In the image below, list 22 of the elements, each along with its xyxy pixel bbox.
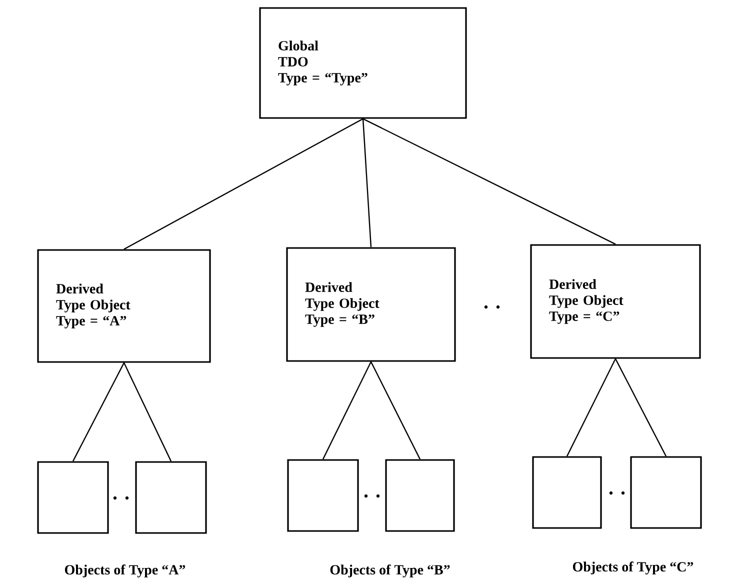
group-caption: Objects of Type “B” (330, 564, 450, 578)
object-box (532, 456, 602, 529)
connector-line (72, 362, 125, 462)
connector-line (124, 118, 364, 250)
group-caption: Objects of Type “A” (64, 564, 186, 578)
group-caption: Objects of Type “C” (572, 562, 694, 574)
object-box (385, 459, 455, 532)
connector-line (322, 362, 372, 460)
object-box (37, 461, 109, 534)
type-box: Derived Type Object Type = “B” (286, 247, 456, 362)
type-box: Global TDO Type = “Type” (259, 7, 467, 119)
connector-line (370, 362, 421, 460)
connector-line (614, 358, 667, 456)
connector-line (566, 358, 616, 456)
object-box (135, 461, 207, 534)
type-box: Derived Type Object Type = “A” (37, 249, 211, 363)
object-box (630, 456, 702, 529)
connector-line (362, 118, 616, 245)
connector-line (362, 118, 372, 248)
connector-line (123, 362, 172, 462)
object-box (287, 459, 359, 532)
type-box: Derived Type Object Type = “C” (530, 244, 701, 359)
